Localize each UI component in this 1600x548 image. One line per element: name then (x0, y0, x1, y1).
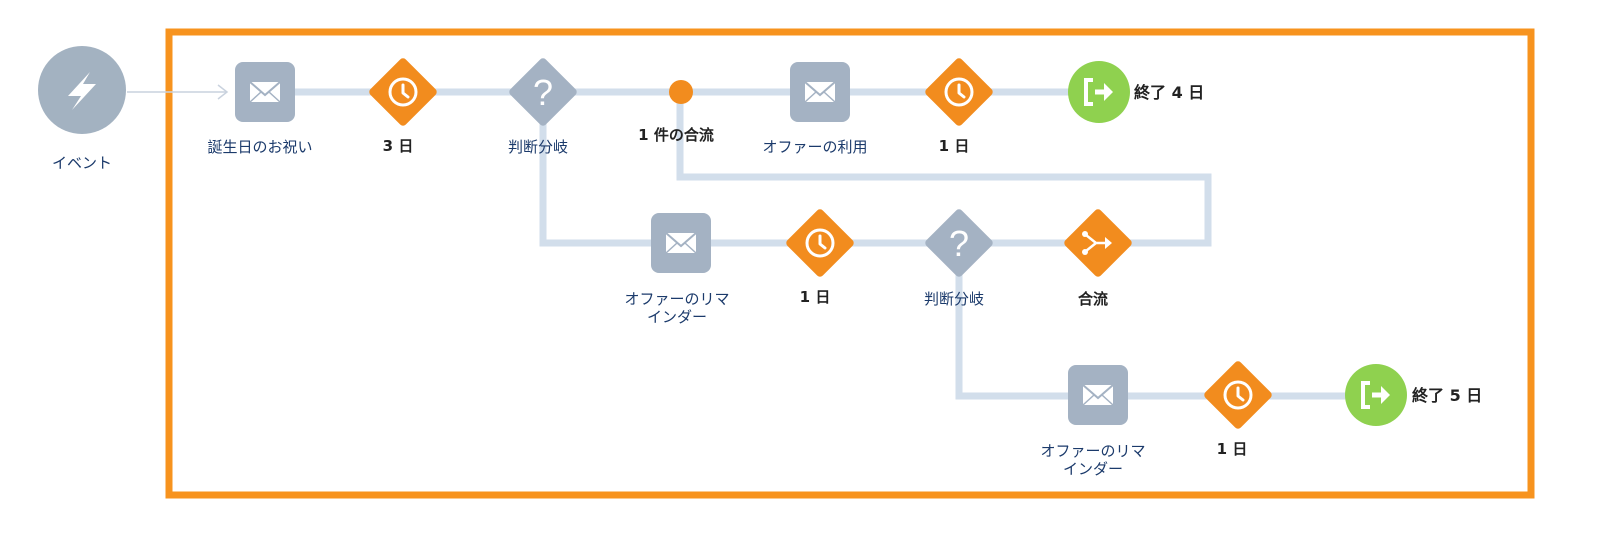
decision-split-node-2[interactable]: ? (924, 208, 995, 279)
email-offer-use-label: オファーの利用 (762, 138, 868, 156)
email-reminder-label-1-line2: インダー (646, 308, 708, 326)
email-reminder-label-2-line2: インダー (1062, 460, 1124, 478)
email-birthday-label: 誕生日のお祝い (207, 138, 313, 156)
wait-label-3: 1 日 (799, 288, 831, 306)
envelope-icon (665, 232, 697, 254)
wait-node-4[interactable] (1203, 360, 1274, 431)
envelope-icon (249, 81, 281, 103)
wait-label-4: 1 日 (1216, 440, 1248, 458)
join-label: 合流 (1077, 290, 1109, 308)
join-count-label: 1 件の合流 (638, 126, 714, 144)
event-node[interactable] (38, 46, 126, 134)
wait-node-2[interactable] (924, 57, 995, 128)
wait-node-1[interactable] (368, 57, 439, 128)
email-reminder-node-2[interactable] (1068, 365, 1128, 425)
path-join-return (676, 92, 1212, 247)
email-birthday-node[interactable] (235, 62, 295, 122)
decision-split-label-2: 判断分岐 (923, 290, 985, 308)
join-icon (1082, 231, 1112, 255)
entry-arrow (127, 84, 229, 100)
email-reminder-label-1: オファーのリマ インダー (624, 290, 729, 326)
wait-label-2: 1 日 (938, 137, 970, 155)
question-icon: ? (533, 72, 553, 113)
lightning-icon (68, 72, 96, 110)
envelope-icon (804, 81, 836, 103)
email-offer-use-node[interactable] (790, 62, 850, 122)
wait-label-1: 3 日 (382, 137, 414, 155)
decision-split-node-1[interactable]: ? (508, 57, 579, 128)
exit-label-2: 終了 5 日 (1412, 386, 1483, 405)
exit-node-2[interactable] (1345, 364, 1407, 426)
question-icon: ? (949, 223, 969, 264)
exit-label-1: 終了 4 日 (1134, 83, 1205, 102)
join-count-dot[interactable] (669, 80, 693, 104)
email-reminder-label-2: オファーのリマ インダー (1040, 442, 1145, 478)
event-label: イベント (51, 154, 113, 172)
path-branch-2 (955, 243, 1378, 400)
join-node[interactable] (1063, 208, 1134, 279)
email-reminder-node-1[interactable] (651, 213, 711, 273)
exit-node-1[interactable] (1068, 61, 1130, 123)
envelope-icon (1082, 384, 1114, 406)
decision-split-label-1: 判断分岐 (507, 138, 569, 156)
email-reminder-label-1-line1: オファーのリマ (624, 290, 730, 308)
path-branch-1 (539, 92, 1098, 247)
wait-node-3[interactable] (785, 208, 856, 279)
journey-frame (165, 28, 1535, 499)
email-reminder-label-2-line1: オファーのリマ (1040, 442, 1146, 460)
